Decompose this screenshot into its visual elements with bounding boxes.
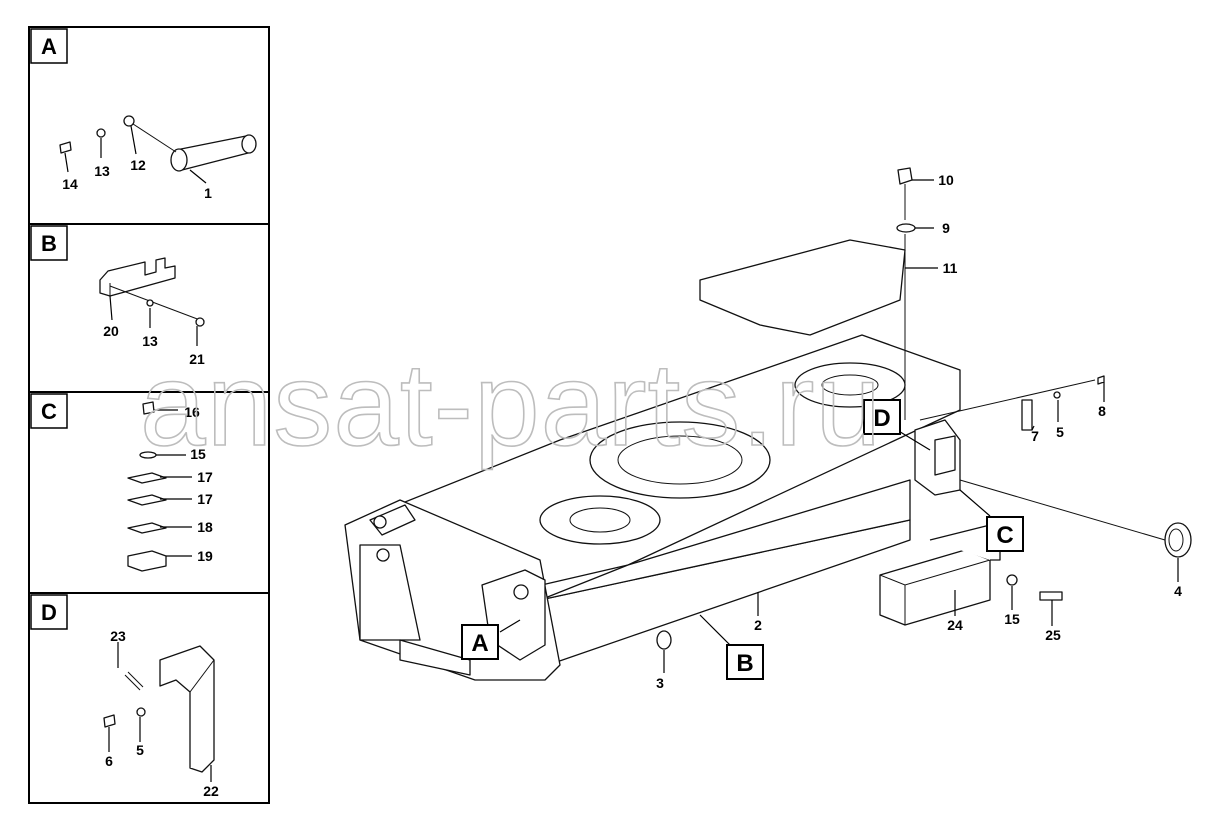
pin-part-drawing [59,115,257,184]
guard-plate-drawing [103,642,215,782]
label-3: 3 [656,675,664,691]
label-15: 15 [1004,611,1020,627]
panel-c-label-16: 16 [184,404,200,420]
svg-text:C: C [996,522,1013,549]
panel-a-label-13: 13 [94,163,110,179]
panel-b-label-20: 20 [103,323,119,339]
panel-d-label-5: 5 [136,742,144,758]
label-11: 11 [943,260,958,276]
panel-d-label-6: 6 [105,753,113,769]
svg-text:D: D [873,405,890,432]
main-frame-drawing [344,167,1192,681]
panel-d-label-23: 23 [110,628,126,644]
shim-stack-drawing [127,401,192,572]
detail-panel-b: B 20 13 21 [28,223,270,393]
panel-c-label-17a: 17 [197,469,213,485]
label-7: 7 [1031,428,1039,444]
panel-c-label-18: 18 [197,519,213,535]
panel-b-letter: B [41,231,57,256]
panel-b-label-21: 21 [189,351,205,367]
callout-c[interactable]: C [986,516,1024,552]
panel-c-label-19: 19 [197,548,213,564]
detail-panel-c: C 16 15 17 17 18 19 [28,391,270,594]
callout-d[interactable]: D [863,399,901,435]
callout-a[interactable]: A [461,624,499,660]
callout-b[interactable]: B [726,644,764,680]
watermark-text: ansat-parts.ru [140,339,882,471]
svg-text:B: B [736,650,753,677]
panel-c-label-17b: 17 [197,491,213,507]
label-2: 2 [754,617,762,633]
detail-panel-d: D 23 6 5 22 [28,592,270,804]
detail-panel-a: A 14 13 12 1 [28,26,270,225]
label-9: 9 [942,220,950,236]
panel-d-letter: D [41,600,57,625]
label-24: 24 [947,617,963,633]
label-5: 5 [1056,424,1064,440]
label-10: 10 [938,172,954,188]
label-25: 25 [1045,627,1061,643]
label-8: 8 [1098,403,1106,419]
panel-c-label-15: 15 [190,446,206,462]
panel-b-label-13: 13 [142,333,158,349]
panel-a-label-12: 12 [130,157,146,173]
panel-d-label-22: 22 [203,783,219,799]
panel-a-label-14: 14 [62,176,78,192]
panel-c-letter: C [41,399,57,424]
svg-text:A: A [471,630,488,657]
panel-a-label-1: 1 [204,185,212,201]
panel-a-letter: A [41,34,57,59]
label-4: 4 [1174,583,1182,599]
bracket-part-drawing [99,257,205,346]
